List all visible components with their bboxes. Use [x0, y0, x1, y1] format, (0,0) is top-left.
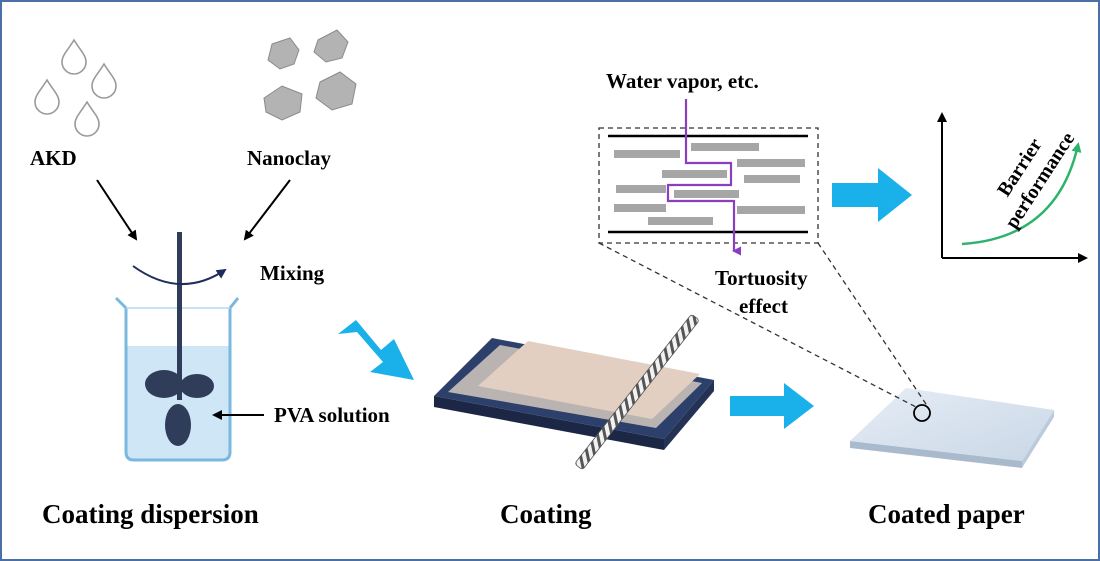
magnify-spot-icon — [913, 404, 931, 422]
nanoclay-label: Nanoclay — [247, 146, 331, 170]
tortuosity-inset — [598, 99, 819, 256]
mixing-rotation-arrow — [132, 265, 227, 286]
nanoclay-arrow — [243, 179, 291, 241]
zoom-line-left — [598, 242, 917, 408]
nanoclay-platelets — [614, 143, 805, 225]
zoom-line-right — [817, 242, 929, 408]
step-arrow-dispersion-to-coating — [338, 320, 414, 380]
step-arrow-inset-to-graph — [832, 168, 912, 222]
akd-droplets-icon — [34, 38, 117, 137]
tortuosity-label-line1: Tortuosity — [715, 266, 808, 290]
mixing-label: Mixing — [260, 261, 325, 285]
performance-graph — [937, 112, 1088, 263]
stirrer-icon — [145, 232, 214, 446]
akd-arrow — [96, 179, 138, 241]
wire-rod-icon — [575, 314, 699, 470]
nanoclay-particles-icon — [263, 29, 357, 121]
performance-curve — [961, 142, 1082, 246]
coating-plate-icon — [434, 338, 714, 450]
step-label-coated-paper: Coated paper — [868, 499, 1025, 529]
step-label-coating: Coating — [500, 499, 592, 529]
coated-paper-icon — [850, 388, 1054, 468]
akd-label: AKD — [30, 146, 77, 170]
step-label-dispersion: Coating dispersion — [42, 499, 259, 529]
diffusion-path — [666, 99, 741, 256]
step-arrow-coating-to-paper — [730, 383, 814, 429]
pva-solution-label: PVA solution — [274, 403, 390, 427]
water-vapor-label: Water vapor, etc. — [606, 69, 759, 93]
tortuosity-label-line2: effect — [739, 294, 788, 318]
